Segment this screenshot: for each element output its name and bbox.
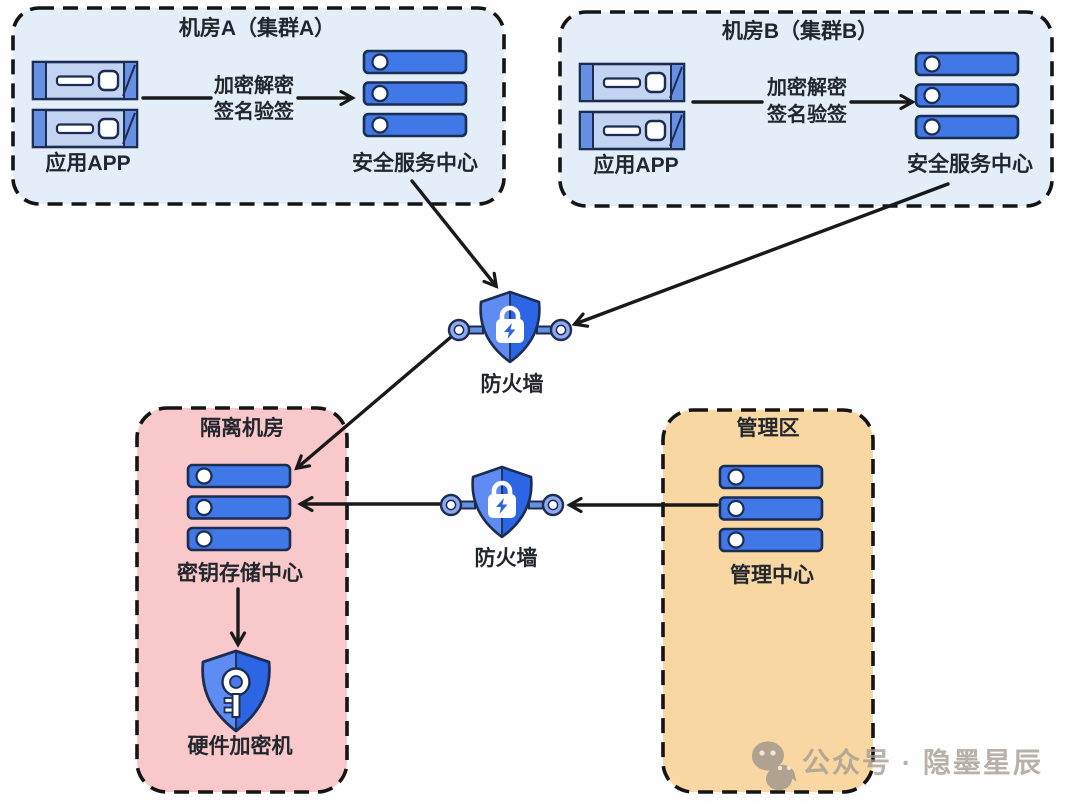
flow-label-b-line2: 签名验签 [766, 102, 848, 126]
watermark-text: 公众号 · 隐墨星辰 [802, 747, 1043, 778]
app-label-a: 应用APP [45, 151, 130, 175]
wechat-icon [751, 741, 797, 791]
zone-b-title: 机房B（集群B） [722, 19, 878, 43]
edge-firewall-to-storage [294, 335, 453, 471]
watermark: 公众号 · 隐墨星辰 [751, 741, 1043, 791]
server-stack-icon-a [362, 49, 468, 138]
server-stack-icon-b [914, 51, 1020, 140]
edges [141, 89, 950, 648]
management-center-label: 管理中心 [730, 563, 814, 587]
storage-label: 密钥存储中心 [177, 561, 303, 585]
service-label-b: 安全服务中心 [907, 152, 1033, 176]
firewall-upper-label: 防火墙 [481, 372, 544, 396]
app-label-b: 应用APP [593, 153, 678, 177]
zone-isolated-title: 隔离机房 [200, 416, 284, 440]
firewall-upper-icon [449, 292, 571, 362]
zone-management-title: 管理区 [737, 416, 800, 440]
flow-label-b-line1: 加密解密 [766, 75, 847, 99]
flow-label-a-line2: 签名验签 [213, 99, 295, 123]
zone-a-title: 机房A（集群A） [179, 16, 335, 40]
edge-service-b-to-firewall [571, 182, 950, 328]
edge-service-a-to-firewall [410, 179, 499, 289]
server-stack-icon-storage [186, 463, 292, 552]
firewall-lower-icon [441, 467, 563, 537]
firewall-lower-label: 防火墙 [475, 546, 538, 570]
service-label-a: 安全服务中心 [352, 151, 478, 175]
flow-label-a-line1: 加密解密 [213, 73, 294, 97]
server-stack-icon-management [718, 464, 824, 553]
hsm-label: 硬件加密机 [188, 734, 293, 758]
